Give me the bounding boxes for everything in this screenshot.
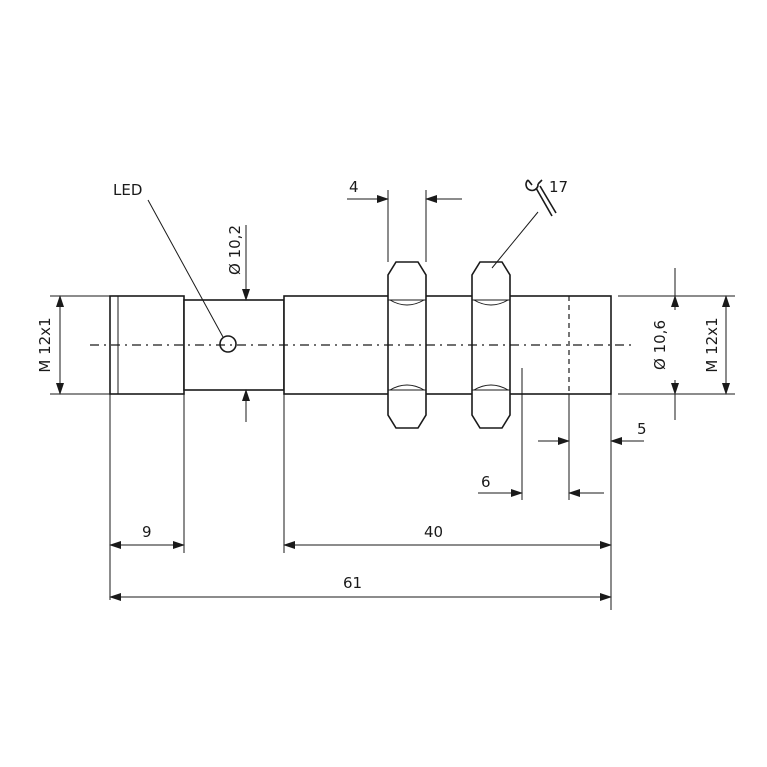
sensor-body — [90, 261, 632, 429]
dia-10-2-label: Ø 10,2 — [226, 225, 244, 275]
thread-left-label: M 12x1 — [36, 317, 54, 372]
dim-61-label: 61 — [343, 574, 362, 592]
wrench-size-label: 17 — [549, 178, 568, 196]
thread-right-label: M 12x1 — [703, 317, 721, 372]
dim-40-label: 40 — [424, 523, 443, 541]
dim-5-label: 5 — [637, 420, 647, 438]
dia-10-6-label: Ø 10,6 — [651, 320, 669, 370]
wrench-callout: 17 — [491, 178, 568, 269]
dim-6: 6 — [478, 368, 604, 500]
dim-5: 5 — [538, 394, 647, 610]
nut-width-label: 4 — [349, 178, 359, 196]
dim-dia-10-6: Ø 10,6 — [651, 268, 679, 420]
dim-nut-width: 4 — [347, 178, 462, 262]
dim-9: 9 — [109, 394, 185, 600]
led-label: LED — [113, 181, 142, 199]
dim-thread-left: M 12x1 — [36, 295, 110, 395]
wrench-icon — [525, 179, 557, 217]
dim-dia-10-2: Ø 10,2 — [226, 225, 250, 422]
led-window — [219, 335, 237, 353]
dim-thread-right: M 12x1 — [618, 295, 735, 395]
dim-61: 61 — [109, 574, 612, 601]
dim-40: 40 — [283, 394, 612, 553]
led-callout: LED — [113, 181, 224, 338]
dim-6-label: 6 — [481, 473, 491, 491]
dim-9-label: 9 — [142, 523, 152, 541]
